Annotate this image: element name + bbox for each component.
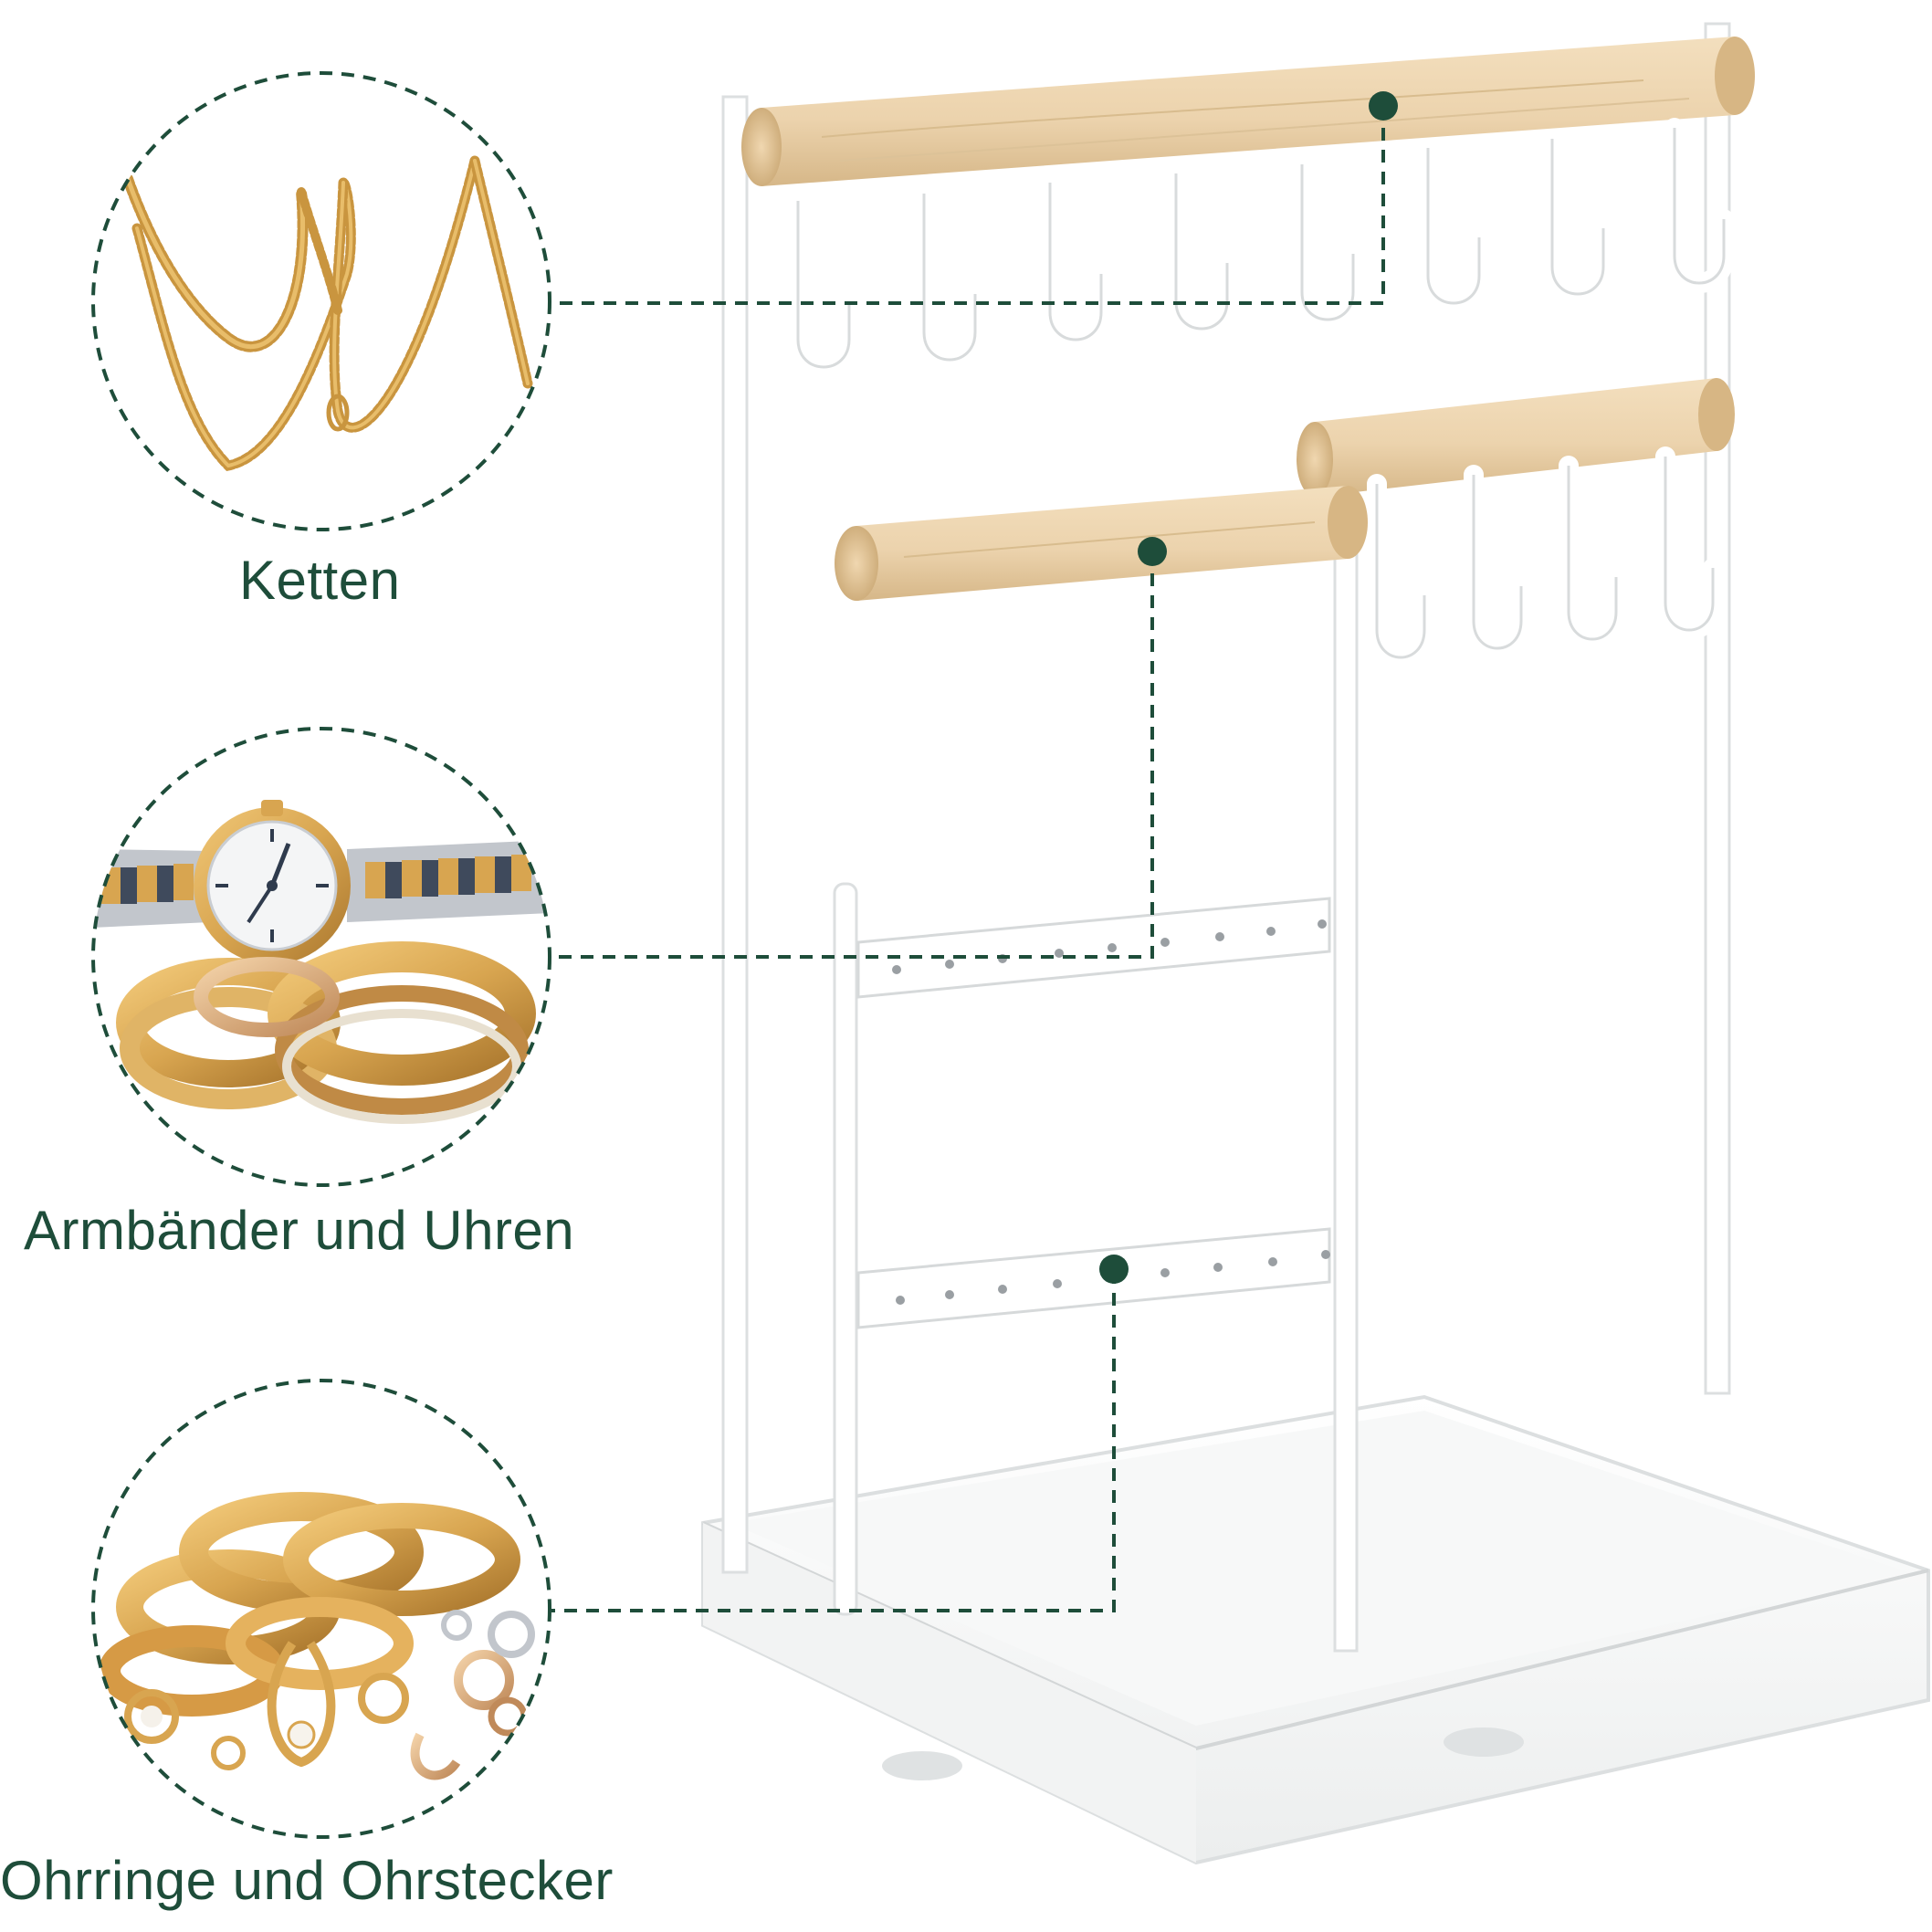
earring-holes-lower: [896, 1250, 1330, 1305]
stand-tray: [701, 1394, 1930, 1865]
callout-bracelets-watches: [91, 727, 551, 1187]
necklace-image: [93, 73, 550, 530]
dashed-circle-icon: [91, 727, 551, 1187]
label-earrings: Ohrringe und Ohrstecker: [0, 1850, 614, 1911]
bangles: [116, 941, 536, 1124]
earrings-rings-image: [93, 1381, 550, 1837]
callout-markers: [1099, 91, 1398, 1284]
callout-necklaces: [91, 71, 551, 531]
wooden-bar-top: [741, 37, 1755, 186]
earring-holes-upper: [892, 919, 1327, 974]
callout-lines: [551, 106, 1385, 1612]
label-necklaces: Ketten: [239, 550, 401, 611]
dashed-circle-icon: [91, 71, 551, 531]
hooks-right: [1367, 446, 1723, 667]
bracelets-watch-image: [93, 729, 550, 1185]
watch-face: [194, 800, 351, 964]
hooks-top-outline: [796, 128, 1726, 369]
callout-line-earrings: [551, 1271, 1116, 1612]
wooden-bar-middle: [835, 486, 1368, 601]
wooden-bar-right: [1297, 378, 1735, 497]
jewelry-stand: [701, 22, 1930, 1865]
callout-line-necklaces: [551, 106, 1385, 305]
filled-dot-icon: [1138, 537, 1167, 566]
filled-dot-icon: [1099, 1255, 1129, 1284]
callout-line-bracelets: [551, 551, 1154, 959]
dashed-circle-icon: [91, 1379, 551, 1839]
label-bracelets-watches: Armbänder und Uhren: [24, 1200, 575, 1261]
filled-dot-icon: [1369, 91, 1398, 121]
watch-band: [93, 840, 550, 928]
hooks-right-outline: [1375, 457, 1715, 659]
callout-earrings: [91, 1379, 551, 1839]
